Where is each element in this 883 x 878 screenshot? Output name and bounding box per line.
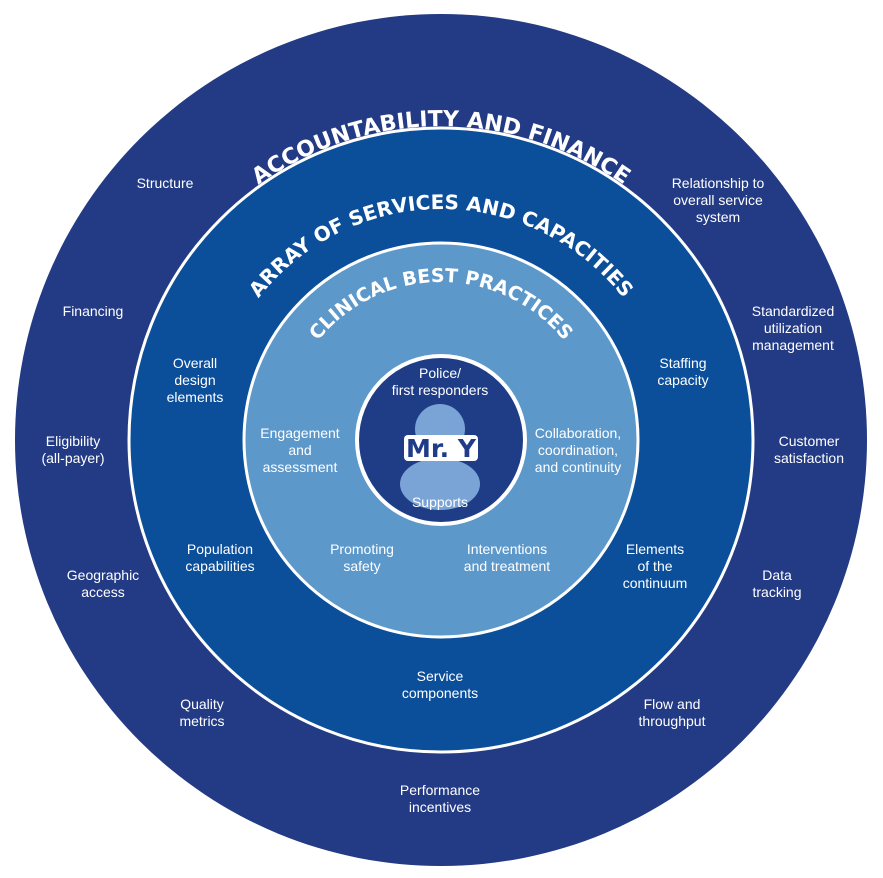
core-label-supports: Supports xyxy=(412,494,468,510)
outer-label-eligibility: Eligibility(all-payer) xyxy=(41,433,104,466)
core-label-police: Police/first responders xyxy=(392,365,488,398)
outer-label-financing: Financing xyxy=(63,303,124,319)
name-badge xyxy=(404,435,478,461)
center-name: Mr. Y xyxy=(406,434,477,463)
core-content: Police/first responders Mr. Y Supports xyxy=(392,365,488,510)
outer-label-structure: Structure xyxy=(137,175,194,191)
inner-label-collaboration: Collaboration,coordination,and continuit… xyxy=(535,425,621,475)
